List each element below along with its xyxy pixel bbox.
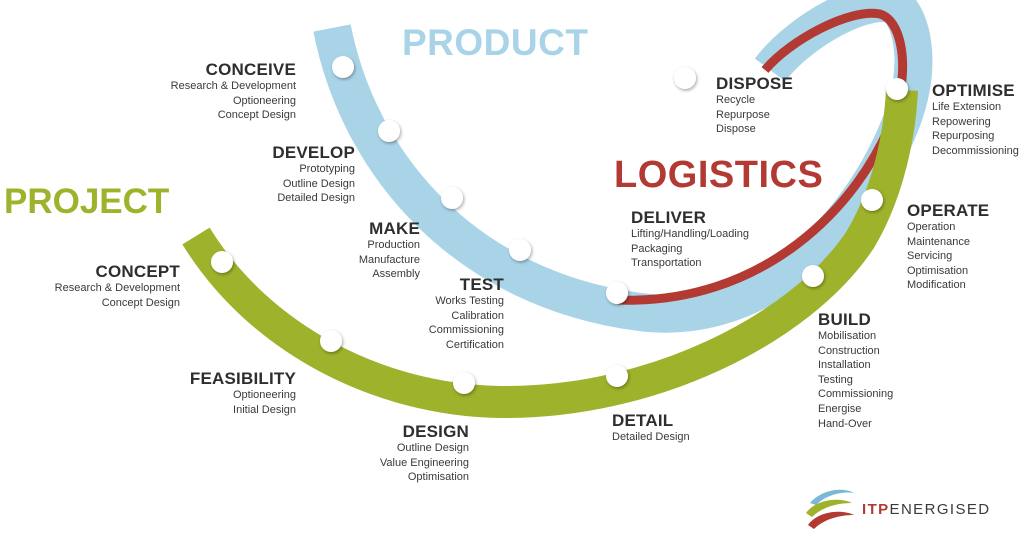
stage-item: Energise [818,402,862,415]
stage-item: Installation [818,359,871,372]
stage-item: Prototyping [299,163,355,175]
stage-heading: DELIVER [631,208,707,227]
stage-heading: MAKE [369,219,420,238]
stage-concept: CONCEPT Research & Development Concept D… [20,262,180,310]
stage-item: Research & Development [54,282,180,294]
stage-heading: CONCEPT [95,262,180,281]
swoosh-logo-icon [806,489,854,529]
stage-item: Mobilisation [818,330,877,342]
stage-deliver: DELIVER Lifting/Handling/Loading Packagi… [631,208,791,271]
stage-item: Operation [907,221,956,233]
stage-dispose: DISPOSE Recycle Repurpose Dispose [716,74,826,137]
stage-item: Maintenance [907,235,970,248]
node-dispose [674,67,696,89]
stage-optimise: OPTIMISE Life Extension Repowering Repur… [932,81,1024,158]
node-feasibility [320,330,342,352]
stage-item: Concept Design [101,296,180,309]
stage-item: Optimisation [407,471,469,484]
node-deliver [606,282,628,304]
stage-build: BUILD Mobilisation Construction Installa… [818,310,918,431]
stage-item: Concept Design [217,109,296,122]
stage-item: Certification [445,338,504,351]
node-build [802,265,824,287]
stage-heading: DEVELOP [272,143,355,162]
node-optimise [886,78,908,100]
project-band [182,89,918,419]
stage-operate: OPERATE Operation Maintenance Servicing … [907,201,1007,293]
stage-item: Outline Design [396,442,469,454]
node-make [441,187,463,209]
stage-item: Optioneering [233,94,296,107]
stage-item: Construction [818,344,880,357]
stage-item: Repowering [932,115,991,128]
stage-item: Recycle [716,94,756,106]
stage-item: Optimisation [907,264,969,277]
product-band [313,0,933,333]
stage-item: Works Testing [435,295,504,307]
brand-name: ITPENERGISED [862,501,991,518]
stage-item: Manufacture [358,253,420,266]
stage-heading: OPERATE [907,201,990,220]
stage-item: Servicing [907,250,953,263]
stage-item: Transportation [631,257,702,270]
brand-prefix: ITP [862,501,890,518]
stage-feasibility: FEASIBILITY Optioneering Initial Design [166,369,296,417]
stage-heading: OPTIMISE [932,81,1015,100]
stage-item: Modification [907,279,966,292]
stage-conceive: CONCEIVE Research & Development Optionee… [120,60,296,123]
stage-item: Lifting/Handling/Loading [631,228,750,240]
stage-item: Detailed Design [612,431,690,443]
stage-item: Commissioning [428,324,504,337]
stage-item: Calibration [451,309,504,322]
product-title: PRODUCT [402,22,589,63]
brand-suffix: ENERGISED [889,501,991,518]
stage-item: Initial Design [233,403,296,416]
stage-item: Life Extension [932,101,1002,113]
logistics-title: LOGISTICS [614,154,824,196]
node-develop [378,120,400,142]
stage-heading: FEASIBILITY [189,369,296,388]
stage-item: Testing [818,373,853,386]
stage-heading: DISPOSE [716,74,793,93]
stage-item: Value Engineering [379,456,469,469]
stage-item: Outline Design [282,177,355,190]
stage-item: Detailed Design [277,192,355,205]
stage-item: Optioneering [233,389,296,401]
stage-develop: DEVELOP Prototyping Outline Design Detai… [200,143,355,206]
stage-test: TEST Works Testing Calibration Commissio… [384,275,504,352]
stage-item: Dispose [716,123,756,136]
project-thin-line [838,99,913,272]
stage-item: Repurpose [716,108,770,121]
stage-heading: CONCEIVE [205,60,296,79]
stage-heading: DETAIL [612,411,674,430]
stage-item: Assembly [372,268,420,281]
stage-heading: TEST [459,275,504,294]
stage-detail: DETAIL Detailed Design [612,411,732,445]
node-detail [606,365,628,387]
stage-item: Packaging [631,242,683,255]
node-test [509,239,531,261]
node-design [453,372,475,394]
brand-logo: ITPENERGISED [802,483,1024,533]
stage-item: Decommissioning [932,144,1019,157]
stage-heading: DESIGN [402,422,469,441]
stage-heading: BUILD [818,310,871,329]
stage-item: Production [367,239,420,251]
stage-make: MAKE Production Manufacture Assembly [300,219,420,282]
stage-item: Research & Development [170,80,296,92]
project-title: PROJECT [4,182,170,221]
node-conceive [332,56,354,78]
stage-item: Commissioning [818,388,894,401]
stage-design: DESIGN Outline Design Value Engineering … [349,422,469,485]
node-concept [211,251,233,273]
stage-item: Hand-Over [818,417,872,430]
node-operate [861,189,883,211]
stage-item: Repurposing [932,130,995,143]
